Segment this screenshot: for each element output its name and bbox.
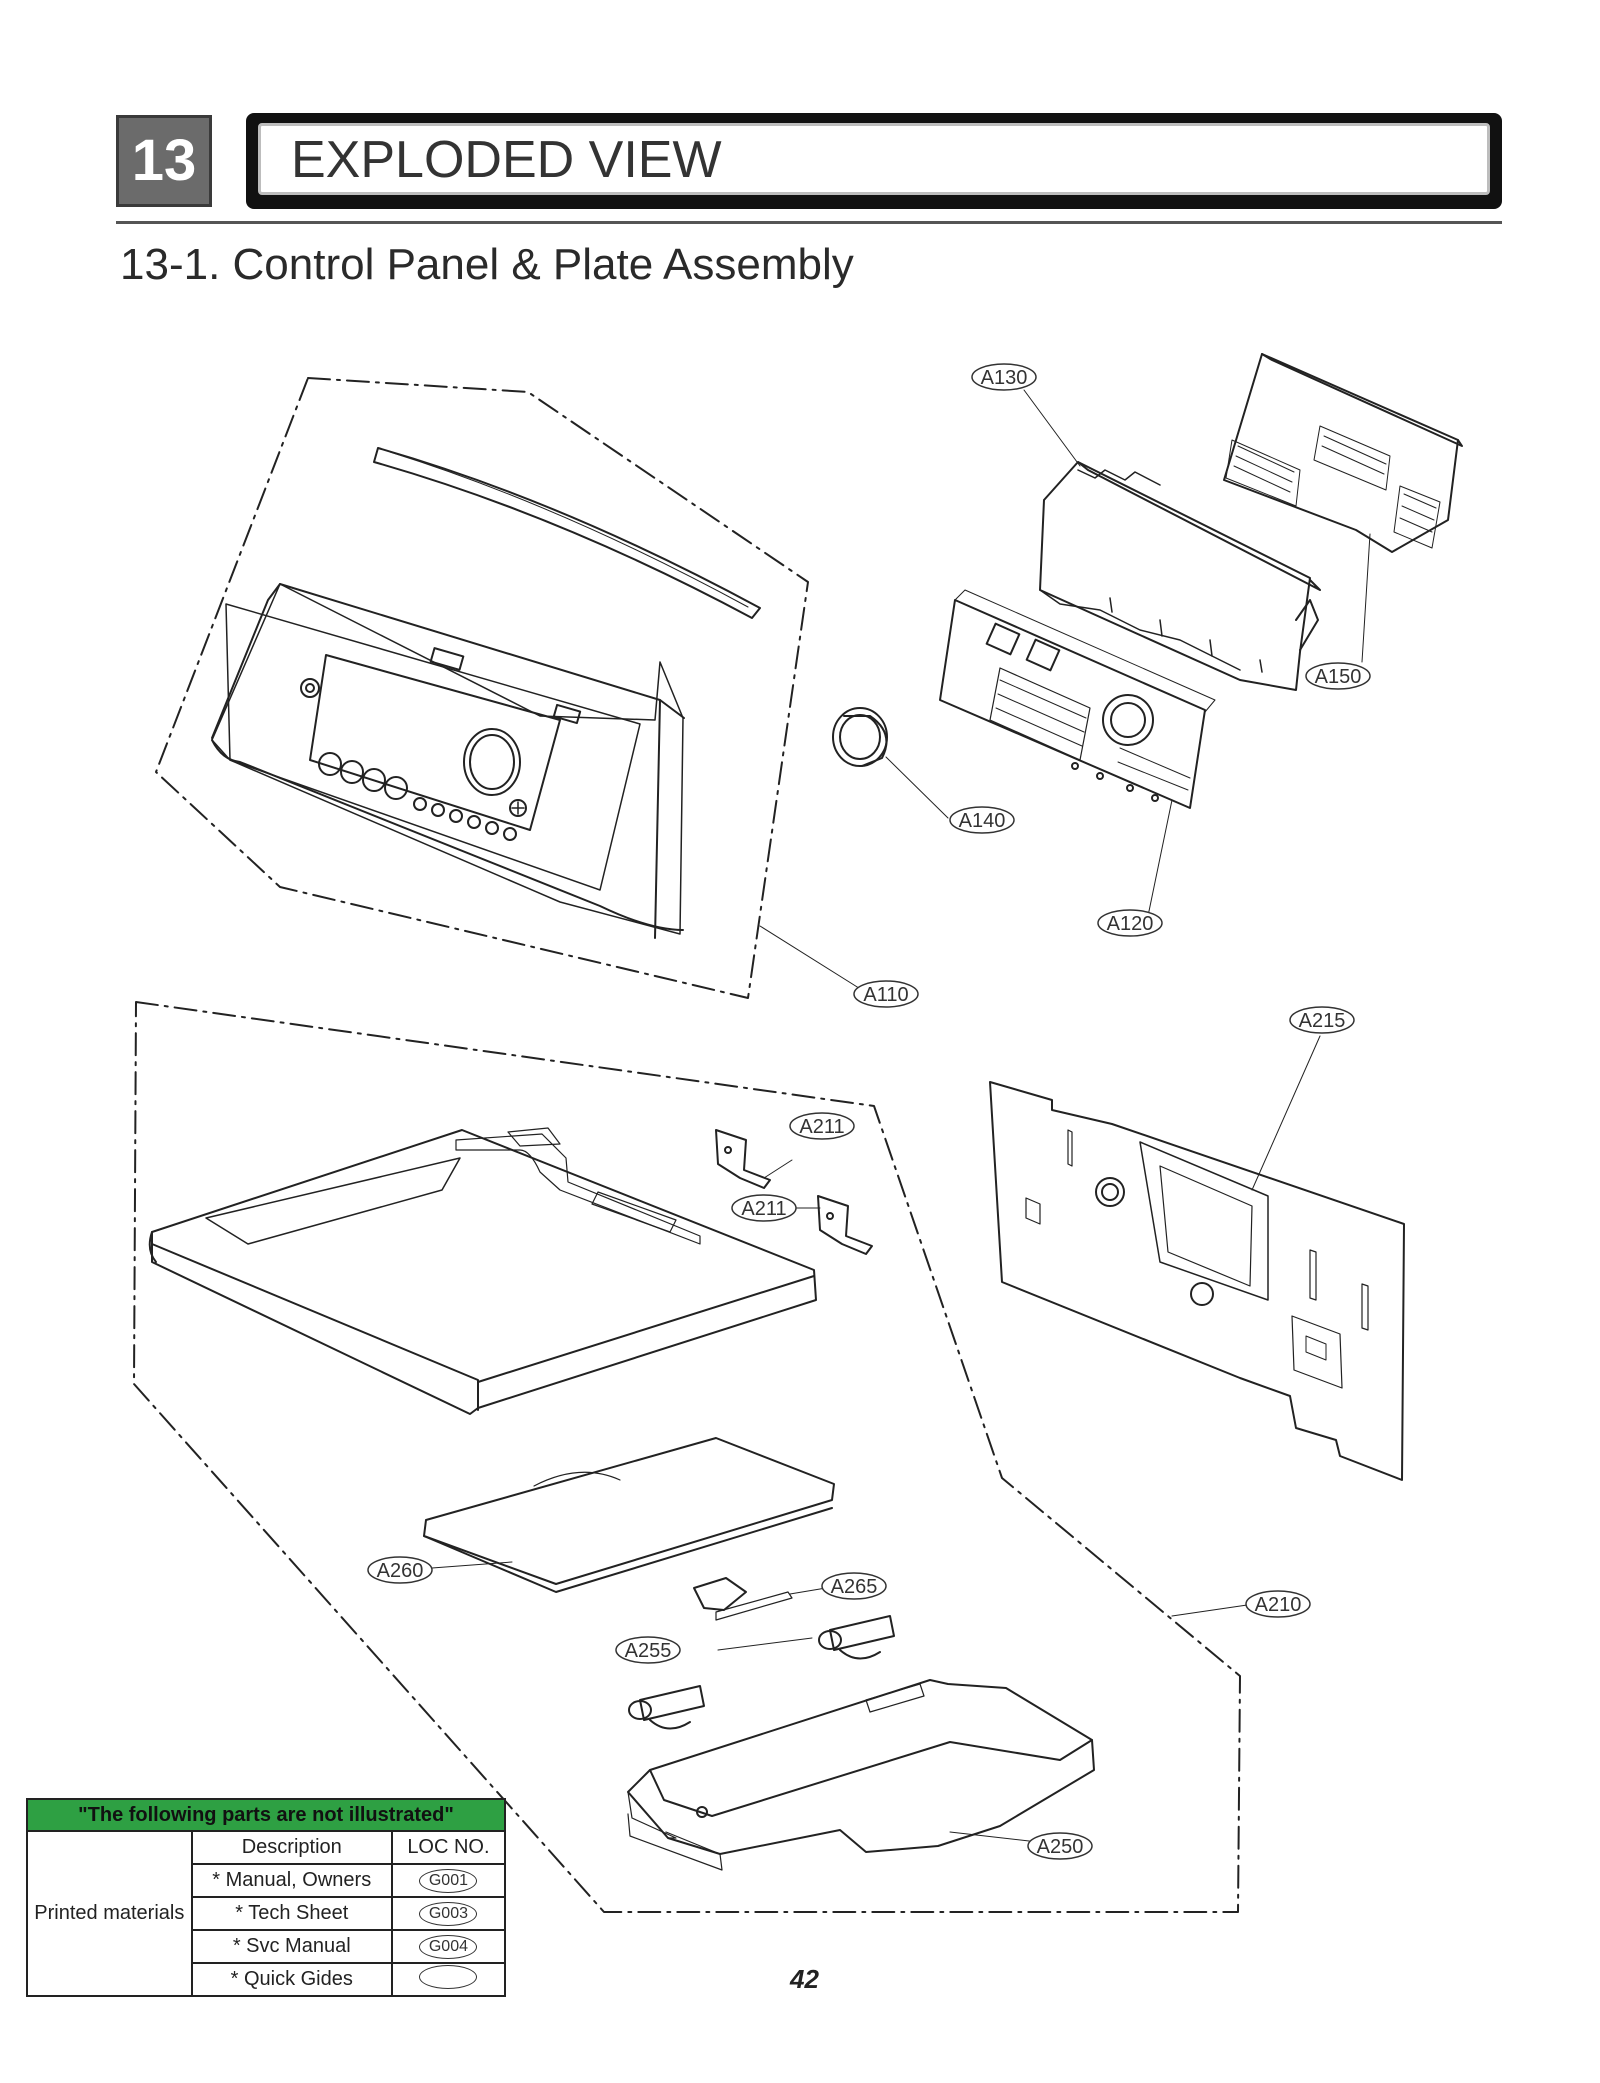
a265-oval (821, 1572, 887, 1600)
top-plate (148, 1127, 817, 1415)
row-description: * Tech Sheet (190, 1896, 393, 1931)
a265-label: A265 (831, 1576, 878, 1598)
control-panel-housing (211, 583, 685, 939)
table-row: * Manual, Owners G001 (27, 1863, 507, 1898)
control-panel-boundary (155, 377, 809, 999)
page-number: 42 (790, 1964, 819, 1994)
row-description: * Svc Manual (190, 1929, 393, 1964)
loc-code (419, 1964, 478, 1989)
parts-table-heading: "The following parts are not illustrated… (26, 1798, 506, 1832)
panel-trim-strip (373, 447, 761, 619)
row-description: * Quick Gides (190, 1962, 393, 1997)
cap-left (628, 1685, 705, 1730)
printed-materials-label: Printed materials (26, 1830, 193, 1997)
hinge-bracket-top (715, 1129, 771, 1189)
pcb-housing (1039, 461, 1321, 691)
row-description: * Manual, Owners (190, 1863, 393, 1898)
a250-label: A250 (1037, 1836, 1084, 1858)
a255-label: A255 (625, 1640, 672, 1662)
a215-leader (1251, 1035, 1321, 1191)
loc-code: G003 (419, 1902, 478, 1926)
a120-leader (1147, 799, 1173, 917)
description-header: Description (190, 1830, 393, 1865)
a140-oval (949, 806, 1015, 834)
table-row: * Tech Sheet G003 (27, 1896, 507, 1931)
loc-no-header: LOC NO. (390, 1830, 507, 1865)
a150-oval (1305, 662, 1371, 690)
a130-leader (1023, 389, 1081, 467)
a140-label: A140 (959, 810, 1006, 832)
a215-oval (1289, 1006, 1355, 1034)
plate-assembly-boundary (133, 1001, 1241, 1913)
a260-label: A260 (377, 1560, 424, 1582)
a130-label: A130 (981, 367, 1028, 389)
a130-oval (971, 363, 1037, 391)
a255-leader (717, 1637, 813, 1651)
a215-label: A215 (1299, 1010, 1346, 1032)
a210-label: A210 (1255, 1594, 1302, 1616)
chapter-title-frame: EXPLODED VIEW (246, 113, 1502, 209)
a250-leader (949, 1831, 1039, 1843)
chapter-number-badge: 13 (116, 115, 212, 207)
back-plate (989, 1081, 1405, 1481)
chapter-title: EXPLODED VIEW (258, 123, 1490, 195)
a120-oval (1097, 909, 1163, 937)
a211-bottom-oval (731, 1194, 797, 1222)
dispenser-cover (1223, 353, 1463, 553)
hinge-bracket-bottom (817, 1195, 873, 1255)
a255-oval (615, 1636, 681, 1664)
dispenser-tray (627, 1679, 1095, 1871)
a211-top-leader (763, 1159, 793, 1179)
a211-top-label: A211 (799, 1116, 844, 1138)
a211-bottom-label: A211 (741, 1198, 786, 1220)
parts-not-illustrated-table: "The following parts are not illustrated… (26, 1798, 507, 1997)
header-rule (116, 221, 1502, 224)
a265-leader (789, 1587, 827, 1595)
display-pcb (939, 589, 1216, 809)
loc-code: G004 (419, 1935, 478, 1959)
drawer-lid (423, 1437, 835, 1593)
a110-label: A110 (863, 984, 908, 1006)
a250-oval (1027, 1832, 1093, 1860)
a150-label: A150 (1315, 666, 1362, 688)
siphon-cap (693, 1577, 793, 1621)
knob (832, 707, 888, 767)
table-row: * Quick Gides (27, 1962, 507, 1997)
loc-code: G001 (419, 1869, 478, 1893)
a260-oval (367, 1556, 433, 1584)
cap-right (818, 1615, 895, 1660)
a110-oval (853, 980, 919, 1008)
a150-leader (1361, 533, 1371, 663)
a110-leader (759, 925, 863, 991)
a260-leader (431, 1561, 513, 1569)
a211-top-oval (789, 1112, 855, 1140)
a210-leader (1171, 1603, 1255, 1617)
section-title: 13-1. Control Panel & Plate Assembly (120, 240, 854, 289)
a140-leader (885, 756, 949, 819)
table-row: * Svc Manual G004 (27, 1929, 507, 1964)
a120-label: A120 (1107, 913, 1154, 935)
a210-oval (1245, 1590, 1311, 1618)
